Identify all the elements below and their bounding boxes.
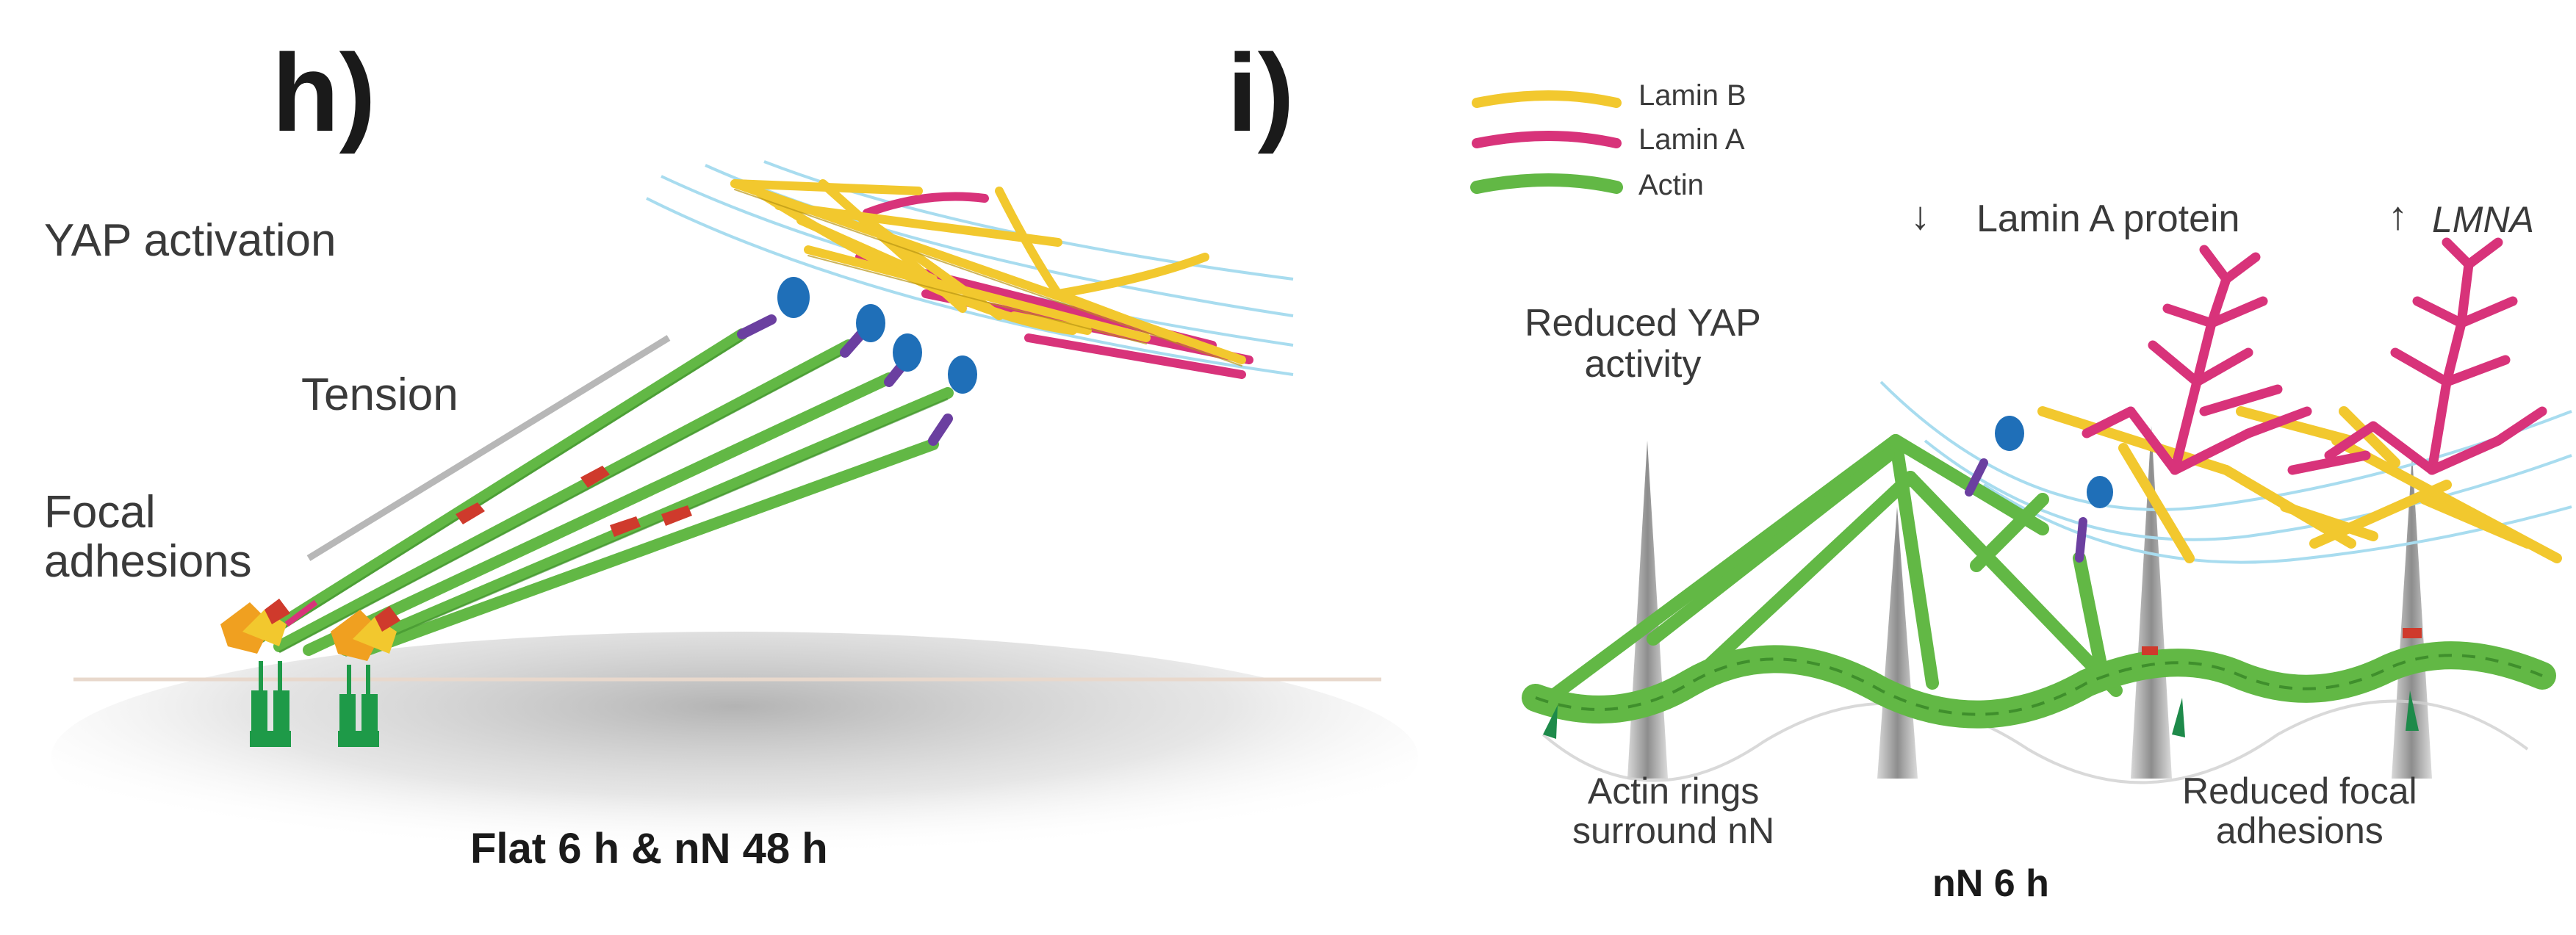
legend-label-lamin-a: Lamin A	[1638, 123, 1745, 156]
tension-label: Tension	[301, 369, 458, 420]
reduced-adhesion-markers	[2142, 628, 2422, 655]
actin-rings-label: Actin rings surround nN	[1572, 770, 1775, 851]
legend-swatch-lamin-a	[1472, 131, 1622, 148]
panel-i-artwork	[1470, 90, 2572, 784]
legend-swatch-actin	[1470, 173, 1623, 194]
panel-h-artwork	[51, 160, 1418, 881]
actin-ring-highlight	[1535, 654, 2543, 716]
lamin-a-cluster-2	[2287, 237, 2547, 475]
substrate-shadow	[51, 632, 1418, 881]
lamin-a-down-arrow: ↓	[1910, 194, 1930, 238]
legend-swatch-lamin-b	[1472, 90, 1622, 108]
lmna-label: LMNA	[2432, 199, 2534, 240]
linker-molecules	[737, 277, 977, 446]
stress-fibers-outline	[256, 339, 949, 657]
focal-adhesion-complex-1	[220, 599, 318, 747]
lmna-up-arrow: ↑	[2388, 194, 2408, 238]
reduced-yap-label: Reduced YAP activity	[1525, 302, 1761, 386]
panel-i-caption: nN 6 h	[1932, 862, 2049, 905]
actin-network	[1544, 434, 2123, 704]
membrane-waves	[1541, 699, 2529, 784]
yap-activation-label: YAP activation	[44, 215, 337, 266]
tension-line	[306, 335, 671, 561]
focal-adhesion-complex-2	[331, 606, 400, 747]
focal-adhesions-label: Focal adhesions	[44, 487, 252, 587]
nuclear-lamina-h	[730, 179, 1253, 379]
legend-label-lamin-b: Lamin B	[1638, 79, 1746, 112]
lamin-a-protein-label: Lamin A protein	[1976, 198, 2240, 240]
adhesion-crosslinks	[456, 466, 692, 537]
reduced-focal-label: Reduced focal adhesions	[2182, 770, 2417, 851]
stress-fibers	[251, 328, 954, 656]
linker-molecules-i	[1965, 416, 2113, 563]
panel-h-caption: Flat 6 h & nN 48 h	[470, 825, 828, 873]
lamin-a-cluster-1	[2082, 245, 2312, 475]
ring-anchors	[1543, 690, 2419, 739]
panel-h-letter: h)	[272, 31, 376, 154]
panel-i-letter: i)	[1227, 31, 1295, 154]
legend-label-actin: Actin	[1638, 169, 1704, 201]
